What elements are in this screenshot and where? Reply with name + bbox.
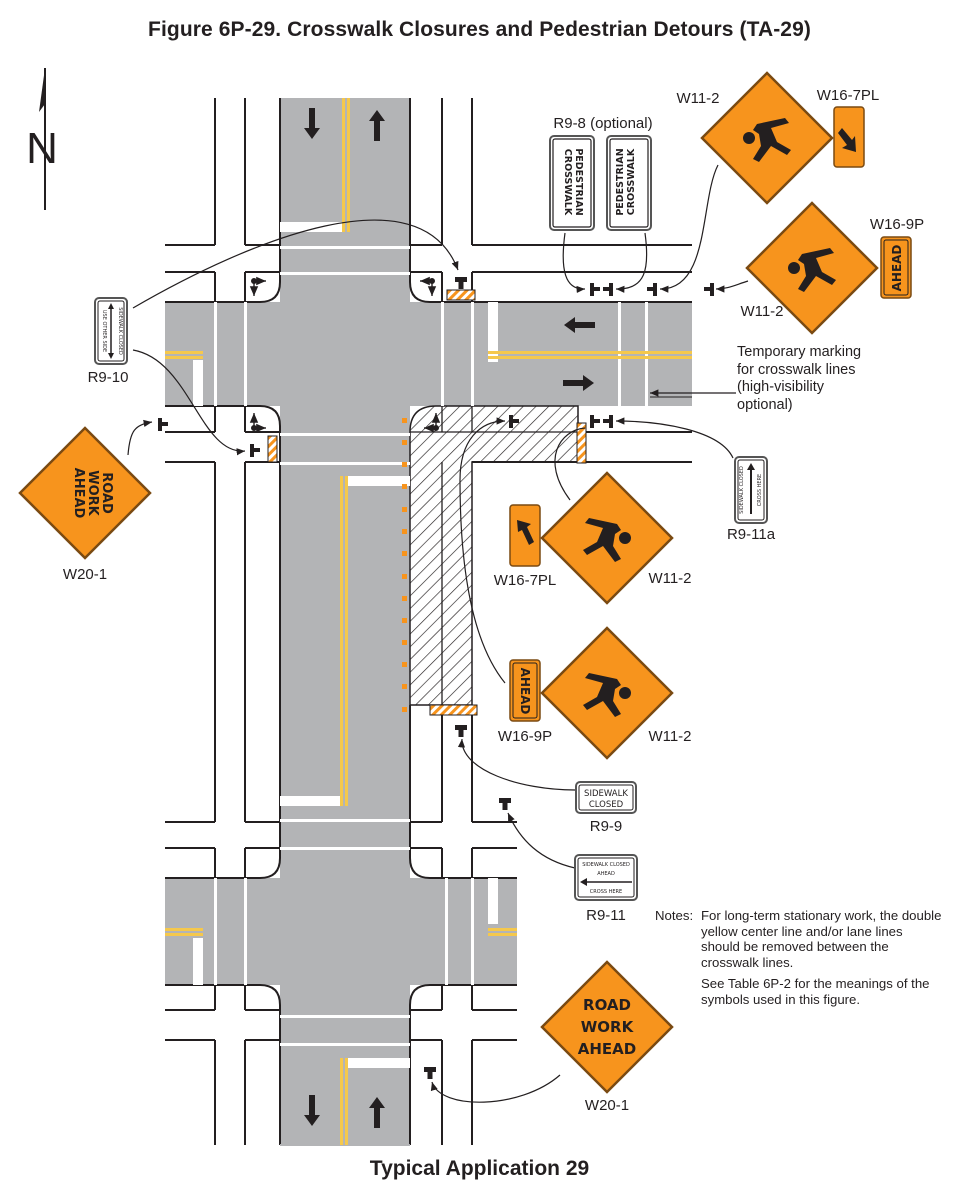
sign-w16-9p-mid: AHEAD W16-9P xyxy=(498,659,552,745)
sign-location-icon xyxy=(158,418,168,431)
sign-location-icon xyxy=(704,283,714,296)
sign-code: R9-11a xyxy=(727,526,776,543)
sign-text: AHEAD xyxy=(597,871,615,877)
leader-lines xyxy=(127,164,749,1103)
sign-code: R9-10 xyxy=(88,369,129,386)
sign-text: SIDEWALK xyxy=(584,789,628,799)
sign-location-icon xyxy=(424,1067,436,1079)
ped-signal-icon xyxy=(249,276,266,296)
sign-code: W20-1 xyxy=(63,566,107,583)
sign-w20-1-left: ROAD WORK AHEAD W20-1 xyxy=(18,426,152,583)
arrow-down-icon xyxy=(304,1095,320,1126)
sign-w11-2-mid: W11-2 xyxy=(540,471,692,605)
note-item: See Table 6P-2 for the meanings of the s… xyxy=(701,976,930,1007)
sign-text: SIDEWALK CLOSED xyxy=(739,466,745,514)
notes-heading: Notes: xyxy=(655,908,694,923)
sign-location-icon xyxy=(455,277,467,289)
sign-r9-10: SIDEWALK CLOSED USE OTHER SIDE R9-10 xyxy=(88,297,129,386)
sign-w11-2-right: W11-2 xyxy=(740,201,879,335)
sign-text: CROSS HERE xyxy=(757,474,763,506)
sign-text: ROAD xyxy=(583,996,631,1014)
sign-text: AHEAD xyxy=(578,1040,636,1058)
sign-text: CROSSWALK xyxy=(626,148,637,215)
sign-text: SIDEWALK CLOSED xyxy=(117,307,123,355)
barricade xyxy=(267,435,278,463)
sign-w11-2-top: W11-2 xyxy=(676,71,834,205)
sign-code: W11-2 xyxy=(648,570,691,587)
sign-text: AHEAD xyxy=(71,468,86,519)
sign-location-icon xyxy=(509,415,519,428)
sign-location-icon xyxy=(603,415,613,428)
barricades xyxy=(267,289,587,716)
arrow-up-icon xyxy=(369,1097,385,1128)
sign-code: W16-7PL xyxy=(494,572,557,589)
sign-r9-11: SIDEWALK CLOSED AHEAD CROSS HERE R9-11 xyxy=(574,854,638,924)
sign-text: ROAD xyxy=(99,472,114,514)
sign-text: AHEAD xyxy=(890,245,904,292)
sign-location-icon xyxy=(647,283,657,296)
sign-text: WORK xyxy=(581,1018,635,1036)
sign-r9-9: SIDEWALK CLOSED R9-9 xyxy=(575,781,637,835)
curb-lines xyxy=(165,98,692,1146)
arrow-left-icon xyxy=(580,878,587,886)
ped-signal-icon xyxy=(420,276,437,296)
sign-w20-1-bottom: ROAD WORK AHEAD W20-1 xyxy=(540,960,674,1114)
ped-signal-icon xyxy=(424,413,441,433)
sign-code: W16-9P xyxy=(870,216,924,233)
pavement-markings xyxy=(165,98,692,1145)
sign-w16-7pl-top: W16-7PL xyxy=(817,87,880,168)
sign-code: W16-9P xyxy=(498,728,552,745)
sign-text: WORK xyxy=(85,470,100,516)
sign-code: W11-2 xyxy=(740,303,783,320)
sign-code: W11-2 xyxy=(676,90,719,107)
figure-subtitle: Typical Application 29 xyxy=(369,1157,590,1180)
sign-code: R9-11 xyxy=(586,907,626,924)
sign-code: W11-2 xyxy=(648,728,691,745)
arrow-up-left-icon xyxy=(517,520,534,545)
sign-location-icon xyxy=(603,283,613,296)
sign-text: PEDESTRIAN xyxy=(615,148,626,215)
sign-code: R9-9 xyxy=(590,818,623,835)
sign-code: W20-1 xyxy=(585,1097,629,1114)
lane-arrows xyxy=(304,108,595,1128)
ped-signal-icon xyxy=(249,413,266,433)
figure-title: Figure 6P-29. Crosswalk Closures and Ped… xyxy=(148,18,811,41)
sign-w16-7pl-mid: W16-7PL xyxy=(494,504,557,589)
sign-code: R9-8 (optional) xyxy=(553,115,652,132)
north-label: N xyxy=(26,124,58,173)
sign-w16-9p-top: W16-9P AHEAD xyxy=(870,216,924,299)
arrow-up-icon xyxy=(369,110,385,141)
sign-text: PEDESTRIAN xyxy=(573,148,584,215)
sign-r9-8: R9-8 (optional) PEDESTRIAN CROSSWALK PED… xyxy=(549,115,653,231)
barricade xyxy=(429,704,478,716)
sign-text: CROSS HERE xyxy=(590,889,622,895)
sign-text: CROSSWALK xyxy=(562,149,573,216)
notes: Notes: For long-term stationary work, th… xyxy=(655,908,945,1013)
arrow-left-icon xyxy=(564,317,595,333)
arrow-down-icon xyxy=(304,108,320,139)
sign-text: SIDEWALK CLOSED xyxy=(582,862,630,868)
sign-location-icon xyxy=(250,444,260,457)
sign-location-icon xyxy=(590,415,600,428)
work-area xyxy=(409,405,579,706)
sign-location-icon xyxy=(455,725,467,737)
barricade xyxy=(446,289,476,301)
note-item: For long-term stationary work, the doubl… xyxy=(701,908,942,970)
ped-signal-symbols xyxy=(249,276,441,433)
sign-text: AHEAD xyxy=(518,668,532,715)
sign-locations xyxy=(158,277,714,1079)
sign-code: W16-7PL xyxy=(817,87,880,104)
arrow-right-icon xyxy=(563,375,594,391)
sign-text: CLOSED xyxy=(589,800,624,810)
north-arrow-icon: N xyxy=(26,68,58,210)
sign-r9-11a: SIDEWALK CLOSED CROSS HERE R9-11a xyxy=(727,456,776,543)
arrow-down-right-icon xyxy=(838,128,856,152)
temporary-marking-annotation: Temporary marking for crosswalk lines (h… xyxy=(737,344,862,413)
channelizing-devices xyxy=(402,418,407,712)
barricade xyxy=(576,422,587,464)
sign-location-icon xyxy=(499,798,511,810)
sign-w11-2-low: W11-2 xyxy=(540,626,692,760)
sign-location-icon xyxy=(590,283,600,296)
sign-text: USE OTHER SIDE xyxy=(101,310,107,352)
